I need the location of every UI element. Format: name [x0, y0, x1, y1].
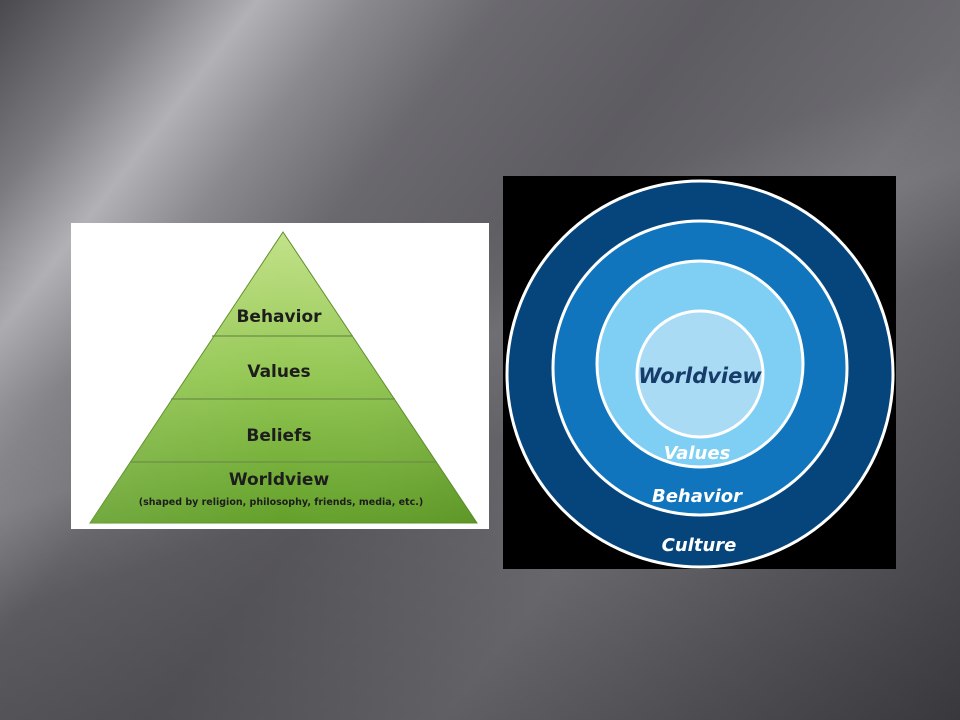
pyramid-worldview-note: (shaped by religion, philosophy, friends… — [139, 497, 423, 508]
label-culture: Culture — [662, 535, 737, 556]
label-values: Values — [664, 443, 731, 464]
pyramid-diagram: Behavior Values Beliefs Worldview (shape… — [71, 223, 489, 529]
circle-worldview — [635, 309, 765, 439]
pyramid-svg: Behavior Values Beliefs Worldview (shape… — [89, 231, 478, 524]
circles-svg: Worldview Values Behavior Culture — [505, 179, 895, 569]
label-behavior: Behavior — [652, 486, 743, 507]
concentric-circles-diagram: Worldview Values Behavior Culture — [503, 176, 896, 569]
label-worldview: Worldview — [638, 364, 762, 388]
pyramid-level-behavior: Behavior — [236, 307, 322, 327]
pyramid-level-values: Values — [247, 362, 310, 382]
pyramid-level-beliefs: Beliefs — [246, 426, 311, 446]
pyramid-level-worldview: Worldview — [229, 470, 330, 490]
